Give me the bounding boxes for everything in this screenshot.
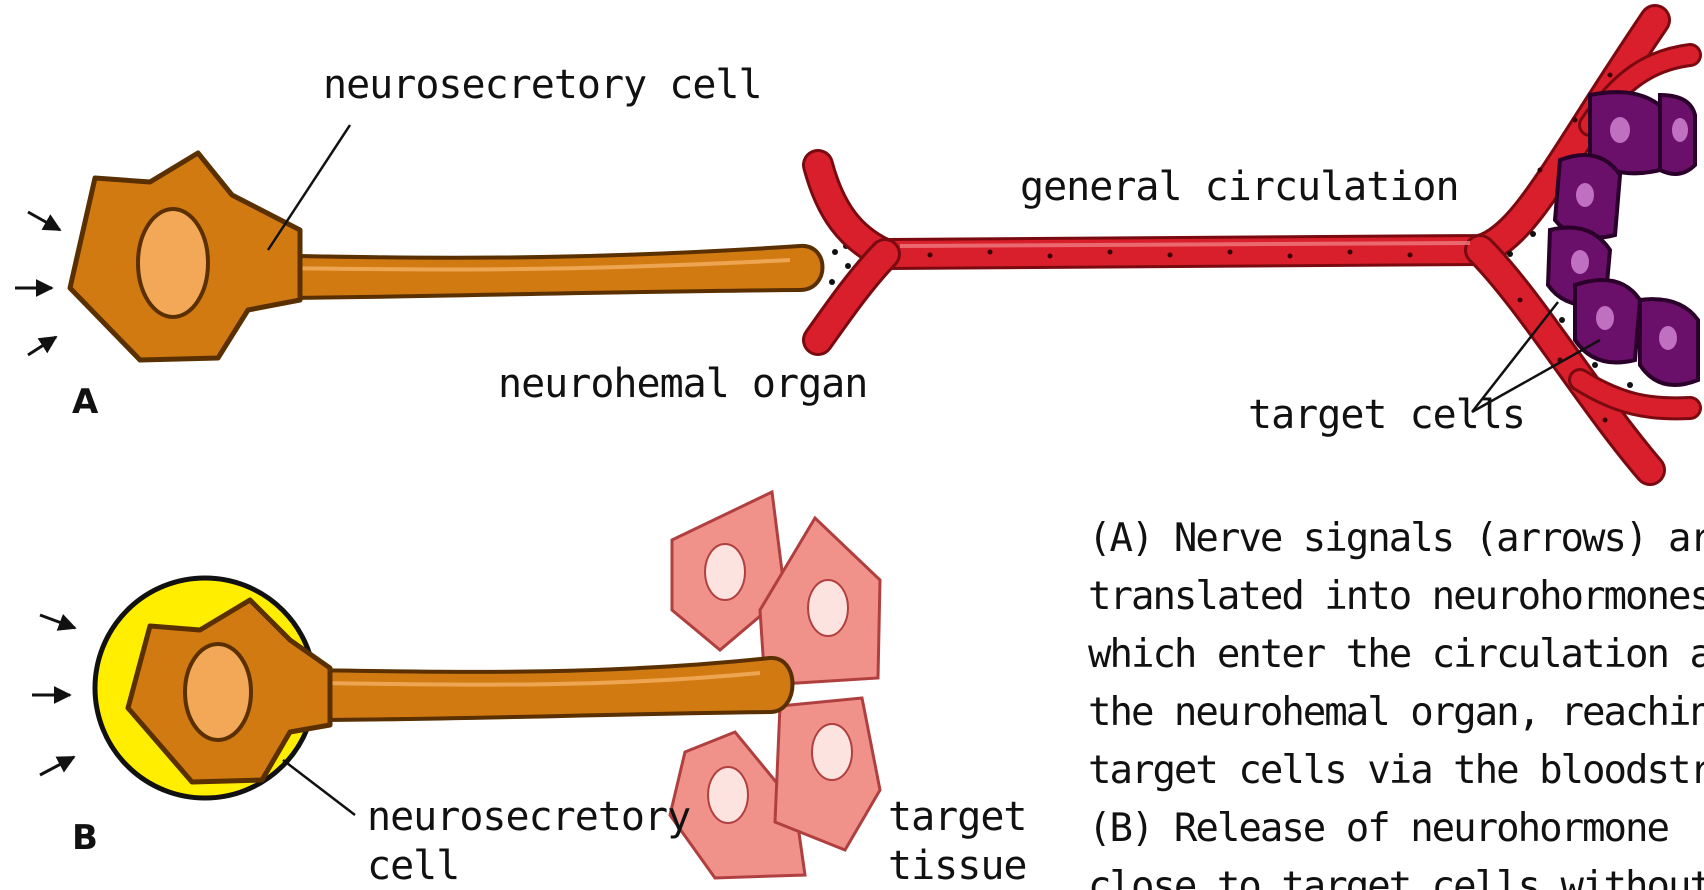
nucleus-a xyxy=(138,209,208,317)
label-neurosecretory-line2-b: cell xyxy=(367,844,459,888)
figure-caption: (A) Nerve signals (arrows) are translate… xyxy=(1088,510,1700,890)
caption-line: target cells via the bloodstream. xyxy=(1088,742,1700,800)
caption-line: translated into neurohormones, xyxy=(1088,568,1700,626)
label-neurohemal-organ: neurohemal organ xyxy=(498,362,867,406)
caption-line: (A) Nerve signals (arrows) are xyxy=(1088,510,1700,568)
panel-letter-b: B xyxy=(72,818,98,858)
label-target-tissue-line2: tissue xyxy=(888,844,1027,888)
caption-line: which enter the circulation at xyxy=(1088,626,1700,684)
input-arrows-b xyxy=(32,615,75,775)
label-target-cells: target cells xyxy=(1248,393,1525,437)
axon-a xyxy=(250,246,823,298)
caption-line: the neurohemal organ, reaching xyxy=(1088,684,1700,742)
leader-line-b xyxy=(283,760,355,815)
label-neurosecretory-cell-a: neurosecretory cell xyxy=(323,63,762,107)
caption-line: close to target cells without xyxy=(1088,858,1700,890)
nucleus-b xyxy=(185,644,251,740)
label-neurosecretory-line1-b: neurosecretory xyxy=(367,795,690,839)
label-target-tissue-line1: target xyxy=(888,795,1027,839)
label-general-circulation: general circulation xyxy=(1020,165,1459,209)
caption-line: (B) Release of neurohormone xyxy=(1088,800,1700,858)
axon-b xyxy=(300,658,793,720)
input-arrows-a xyxy=(15,212,60,355)
panel-letter-a: A xyxy=(72,382,98,422)
